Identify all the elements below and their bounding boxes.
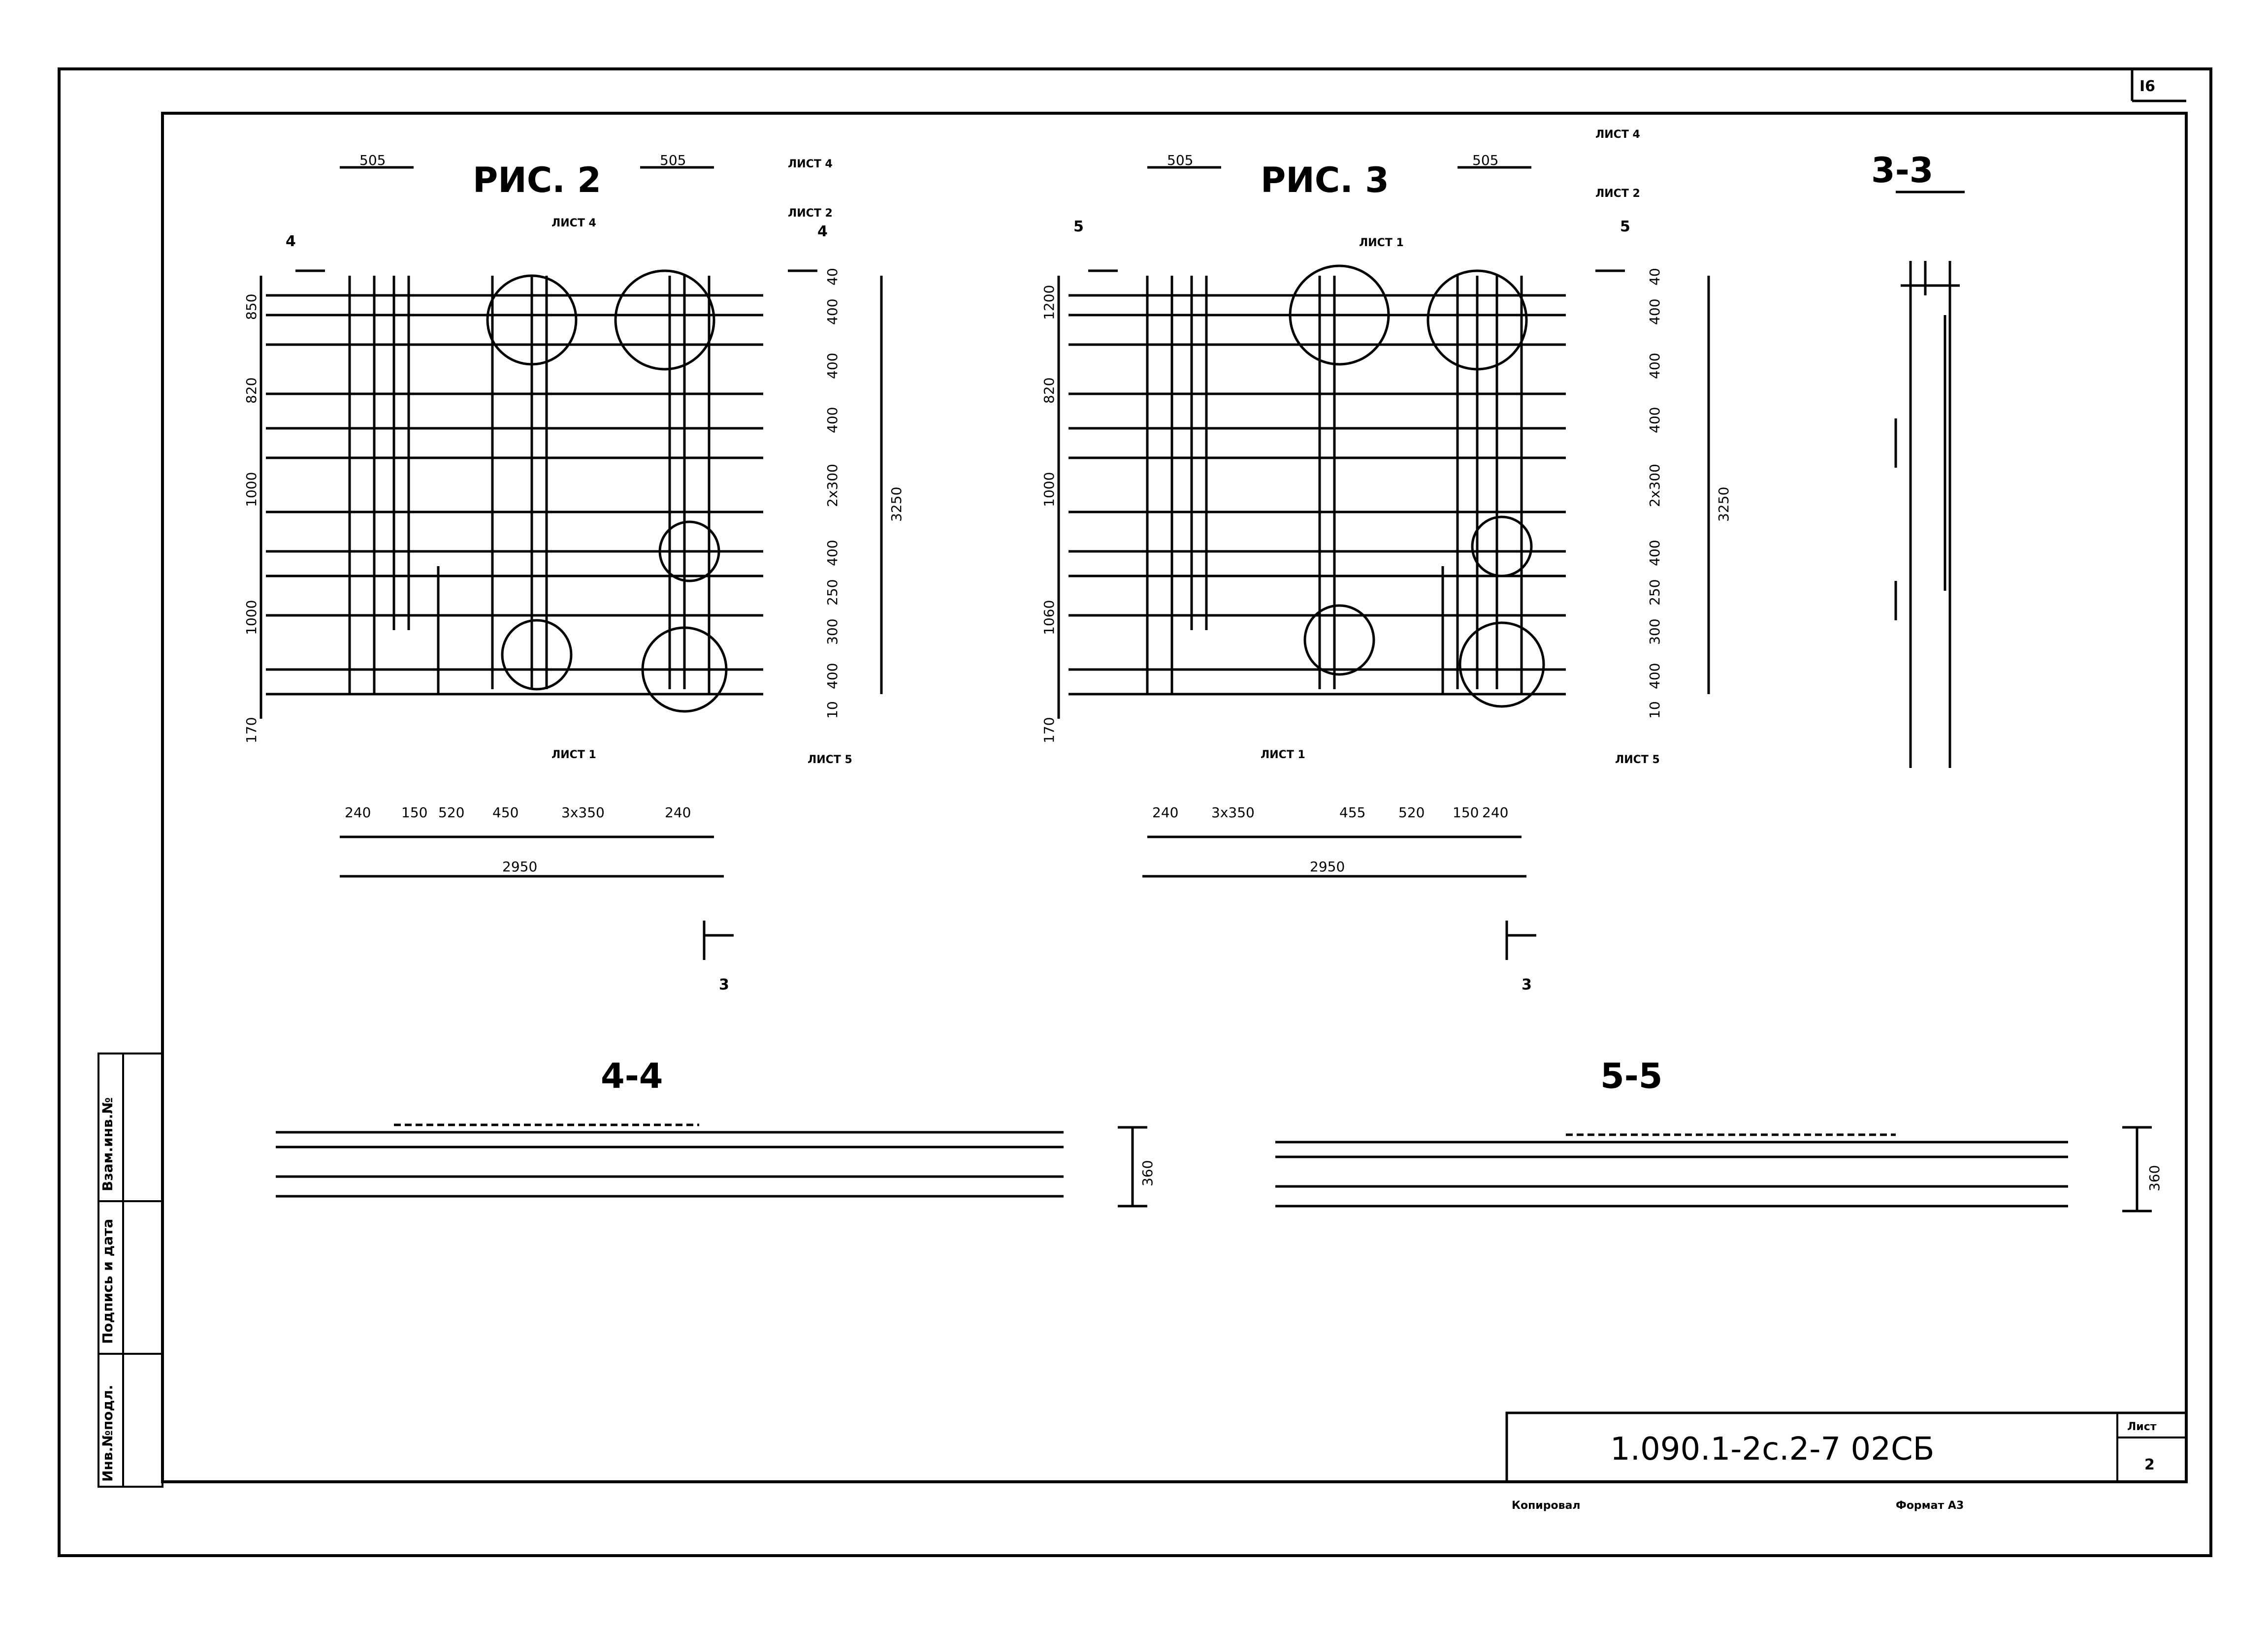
dim-label: 450 <box>492 804 518 821</box>
svg-text:1000: 1000 <box>243 600 259 635</box>
svg-text:40: 40 <box>824 268 841 286</box>
inner-border <box>161 112 2188 1483</box>
svg-text:400: 400 <box>824 663 841 689</box>
ris3-left-dims: 1200 820 1000 1060 170 <box>1041 285 1057 743</box>
ris2-cut4-right: 4 <box>817 223 828 240</box>
ris3-total-width: 2950 <box>1310 859 1345 875</box>
svg-text:170: 170 <box>1041 717 1057 743</box>
svg-text:2x300: 2x300 <box>1647 464 1663 507</box>
dim-label: 3x350 <box>561 804 605 821</box>
svg-text:400: 400 <box>1647 540 1663 566</box>
ris2-ref-sheet4b: ЛИСТ 4 <box>788 158 833 170</box>
svg-text:455: 455 <box>1339 804 1365 821</box>
dim-label: 520 <box>438 804 464 821</box>
svg-text:820: 820 <box>1041 378 1057 404</box>
outer-border <box>58 67 2212 1557</box>
svg-text:10: 10 <box>1647 701 1663 719</box>
ris3-ref-sheet5: ЛИСТ 5 <box>1615 754 1660 766</box>
ris3-bottom-dims: 240 3x350 455 520 150 240 <box>1152 804 1508 821</box>
svg-text:400: 400 <box>824 299 841 325</box>
svg-text:400: 400 <box>824 407 841 433</box>
list-label: Лист <box>2127 1421 2157 1433</box>
ris3-ref-sheet1: ЛИСТ 1 <box>1261 749 1305 761</box>
view-section-5-5 <box>1275 1126 2152 1213</box>
svg-text:1060: 1060 <box>1041 600 1057 635</box>
svg-text:400: 400 <box>1647 663 1663 689</box>
view-ris2 <box>259 166 883 960</box>
ris2-title: РИС. 2 <box>473 160 601 200</box>
svg-text:400: 400 <box>824 540 841 566</box>
ris2-ref-sheet4: ЛИСТ 4 <box>551 217 596 229</box>
svg-text:240: 240 <box>1482 804 1508 821</box>
ris3-title: РИС. 3 <box>1261 160 1389 200</box>
format-label: Формат А3 <box>1896 1500 1964 1512</box>
ris2-bottom-dims: 240 150 520 450 3x350 240 <box>345 804 691 821</box>
ris2-ref-sheet1: ЛИСТ 1 <box>551 749 596 761</box>
svg-text:150: 150 <box>1453 804 1479 821</box>
copied-label: Копировал <box>1512 1500 1580 1512</box>
s33-title: 3-3 <box>1871 150 1933 191</box>
s44-height: 360 <box>1139 1160 1156 1186</box>
dim-label: 240 <box>345 804 371 821</box>
s44-title: 4-4 <box>601 1056 663 1096</box>
svg-text:40: 40 <box>1647 268 1663 286</box>
ris3-top-dim: 505 <box>1167 152 1193 168</box>
svg-text:520: 520 <box>1398 804 1425 821</box>
svg-text:250: 250 <box>1647 579 1663 606</box>
svg-text:820: 820 <box>243 378 259 404</box>
dim-label: 150 <box>401 804 427 821</box>
svg-text:1200: 1200 <box>1041 285 1057 320</box>
title-block: 1.090.1-2с.2-7 02СБ Лист 2 Копировал Фор… <box>1505 1411 2188 1512</box>
ris3-ref-sheet2: ЛИСТ 2 <box>1595 188 1640 200</box>
svg-text:1000: 1000 <box>1041 472 1057 507</box>
svg-text:400: 400 <box>824 353 841 379</box>
ris3-top-dim-right: 505 <box>1472 152 1498 168</box>
ris2-top-dim-right: 505 <box>660 152 686 168</box>
dim-label: 240 <box>665 804 691 821</box>
svg-text:1000: 1000 <box>243 472 259 507</box>
svg-text:10: 10 <box>824 701 841 719</box>
svg-text:2x300: 2x300 <box>824 464 841 507</box>
svg-text:400: 400 <box>1647 407 1663 433</box>
ris3-right-dims: 40 400 400 400 2x300 400 250 300 400 10 <box>1647 268 1663 719</box>
ris2-section-mark: 3 <box>719 976 729 993</box>
ris3-ref-sheet1b: ЛИСТ 1 <box>1359 237 1404 249</box>
side-stamp: Инв.№подл. Подпись и дата Взам.инв.№ <box>97 1053 163 1488</box>
view-ris3 <box>1057 166 1710 960</box>
ris3-cut5-left: 5 <box>1073 218 1084 235</box>
svg-text:400: 400 <box>1647 353 1663 379</box>
svg-text:3x350: 3x350 <box>1211 804 1255 821</box>
ris3-section-mark: 3 <box>1522 976 1532 993</box>
ris2-ref-sheet5: ЛИСТ 5 <box>808 754 852 766</box>
ris2-total-height: 3250 <box>888 487 905 522</box>
list-number: 2 <box>2144 1456 2155 1473</box>
svg-text:170: 170 <box>243 717 259 743</box>
stamp-replace-label: Взам.инв.№ <box>99 1097 116 1191</box>
s55-height: 360 <box>2146 1165 2163 1191</box>
ris2-left-dims: 850 820 1000 1000 170 <box>243 294 259 743</box>
svg-text:400: 400 <box>1647 299 1663 325</box>
ris2-top-dim: 505 <box>359 152 386 168</box>
page-number: I6 <box>2139 78 2155 95</box>
view-section-3-3 <box>1894 191 1965 768</box>
svg-text:250: 250 <box>824 579 841 606</box>
view-section-4-4 <box>276 1123 1147 1208</box>
s55-title: 5-5 <box>1600 1056 1662 1096</box>
ris2-cut4-left: 4 <box>286 233 296 250</box>
svg-text:300: 300 <box>824 619 841 645</box>
ris3-cut5-right: 5 <box>1620 218 1630 235</box>
ris2-total-width: 2950 <box>502 859 537 875</box>
drawing-code: 1.090.1-2с.2-7 02СБ <box>1610 1431 1935 1468</box>
ris3-ref-sheet4: ЛИСТ 4 <box>1595 128 1640 141</box>
stamp-inv-label: Инв.№подл. <box>99 1385 116 1482</box>
ris2-right-dims: 40 400 400 400 2x300 400 250 300 400 10 <box>824 268 841 719</box>
stamp-sign-label: Подпись и дата <box>99 1219 116 1344</box>
svg-text:300: 300 <box>1647 619 1663 645</box>
ris2-ref-sheet2: ЛИСТ 2 <box>788 207 833 220</box>
svg-text:850: 850 <box>243 294 259 320</box>
ris3-total-height: 3250 <box>1716 487 1732 522</box>
svg-text:240: 240 <box>1152 804 1178 821</box>
